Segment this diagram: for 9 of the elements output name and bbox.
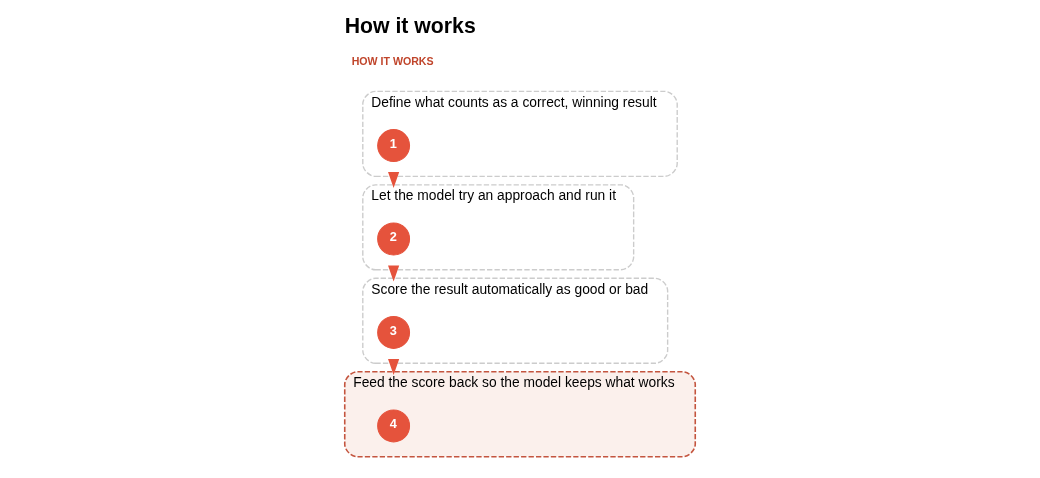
node-circle: 2 [377,222,411,256]
node-circle: 4 [377,409,411,443]
arrow [388,265,400,282]
arrow [388,172,400,189]
arrow [388,359,400,375]
diagram-title: How it works [344,13,476,38]
node-circle: 1 [377,129,411,162]
label: HOW IT WORKS [351,55,434,68]
node-circle: 3 [377,316,411,349]
